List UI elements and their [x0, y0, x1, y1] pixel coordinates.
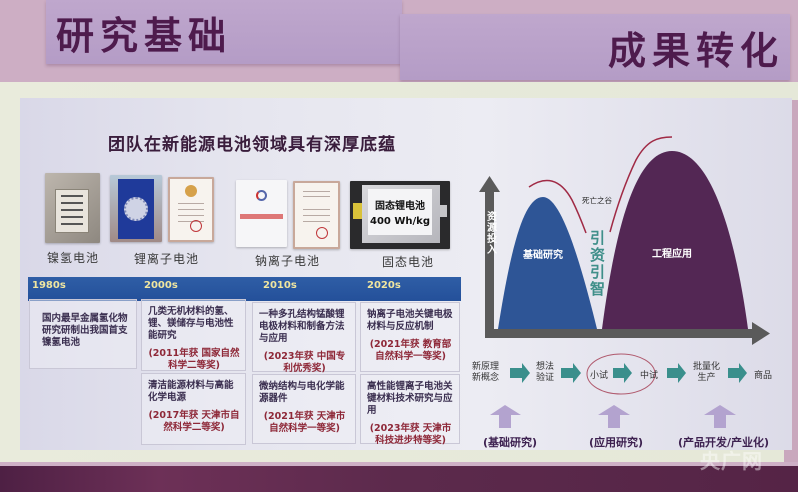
caption-sodium-ion-battery: 钠离子电池: [255, 254, 321, 268]
exhibition-base-bar: [0, 466, 798, 492]
timeline-card: 清洁能源材料与高能化学电源 (2017年获 天津市自然科学二等奖): [141, 373, 246, 445]
stage-label-industrialization: (产品开发/产业化): [678, 436, 770, 449]
y-axis-label: 资源投入: [487, 212, 497, 256]
patent-award-book-photo: [236, 180, 287, 247]
panel-headline: 团队在新能源电池领域具有深厚底蕴: [108, 135, 396, 155]
flow-step-new-principle: 新原理 新概念: [472, 362, 500, 383]
attract-capital-talent-label: 引资引智: [590, 229, 606, 298]
engineering-application-label: 工程应用: [652, 249, 692, 260]
battery-label-energy-density: 400 Wh/kg: [370, 216, 430, 227]
y-axis-arrow: [479, 176, 500, 338]
x-axis-arrow: [485, 322, 770, 345]
flow-step-idea-verification: 想法 验证: [536, 362, 555, 383]
era-2010s: 2010s: [263, 280, 297, 291]
caption-nimh-battery: 镍氢电池: [47, 251, 100, 265]
nickel-hydrogen-battery-photo: [45, 173, 100, 243]
timeline-card: 钠离子电池关键电极材料与反应机制 (2021年获 教育部自然科学一等奖): [360, 302, 460, 372]
flow-step-commodity: 商品: [754, 371, 773, 381]
timeline-card: 几类无机材料的氢、锂、镁储存与电池性能研究 (2011年获 国家自然科学二等奖): [141, 299, 246, 371]
section-title-achievement-transfer: 成果转化: [400, 14, 790, 80]
death-valley-label: 死亡之谷: [582, 196, 612, 205]
basic-research-hump: [498, 197, 597, 329]
caption-lithium-ion-battery: 锂离子电池: [134, 252, 200, 266]
timeline-card: 一种多孔结构锰酸锂电极材料和制备方法与应用 (2023年获 中国专利优秀奖): [252, 302, 356, 374]
flow-step-pilot-trial: 中试: [640, 371, 659, 381]
engineering-hump: [602, 151, 748, 329]
solid-state-battery-photo: 固态锂电池 400 Wh/kg: [350, 181, 450, 249]
era-1980s: 1980s: [32, 280, 66, 291]
flow-arrows: [510, 363, 747, 383]
pilot-stage-highlight: [586, 353, 656, 395]
era-2000s: 2000s: [144, 280, 178, 291]
stage-label-applied-research: (应用研究): [589, 436, 644, 449]
stage-up-arrows: [490, 405, 736, 428]
flow-step-small-trial: 小试: [590, 371, 609, 381]
lithium-ion-bag-photo: [110, 175, 162, 242]
timeline-card: 高性能锂离子电池关键材料技术研究与应用 (2023年获 天津市科技进步特等奖): [360, 374, 460, 446]
battery-label-name: 固态锂电池: [375, 201, 425, 212]
watermark: 央广网: [700, 449, 763, 473]
caption-solid-state-battery: 固态电池: [382, 255, 435, 269]
timeline-bar: [28, 277, 461, 301]
innovation-valley-diagram: [479, 136, 770, 428]
death-valley-curve: [528, 179, 587, 234]
stage-label-basic-research: (基础研究): [483, 436, 538, 449]
section-title-research-foundation: 研究基础: [46, 0, 402, 64]
lithium-ion-certificate-photo: [168, 177, 214, 242]
timeline-card: 微纳结构与电化学能源器件 (2021年获 天津市自然科学一等奖): [252, 374, 356, 444]
timeline-card: 国内最早金属氢化物研究研制出我国首支镍氢电池: [29, 299, 137, 369]
death-valley-curve-rise: [609, 136, 673, 233]
basic-research-label: 基础研究: [523, 250, 563, 261]
flow-step-mass-production: 批量化 生产: [693, 362, 721, 383]
era-2020s: 2020s: [367, 280, 401, 291]
sodium-ion-certificate-photo: [293, 181, 340, 249]
